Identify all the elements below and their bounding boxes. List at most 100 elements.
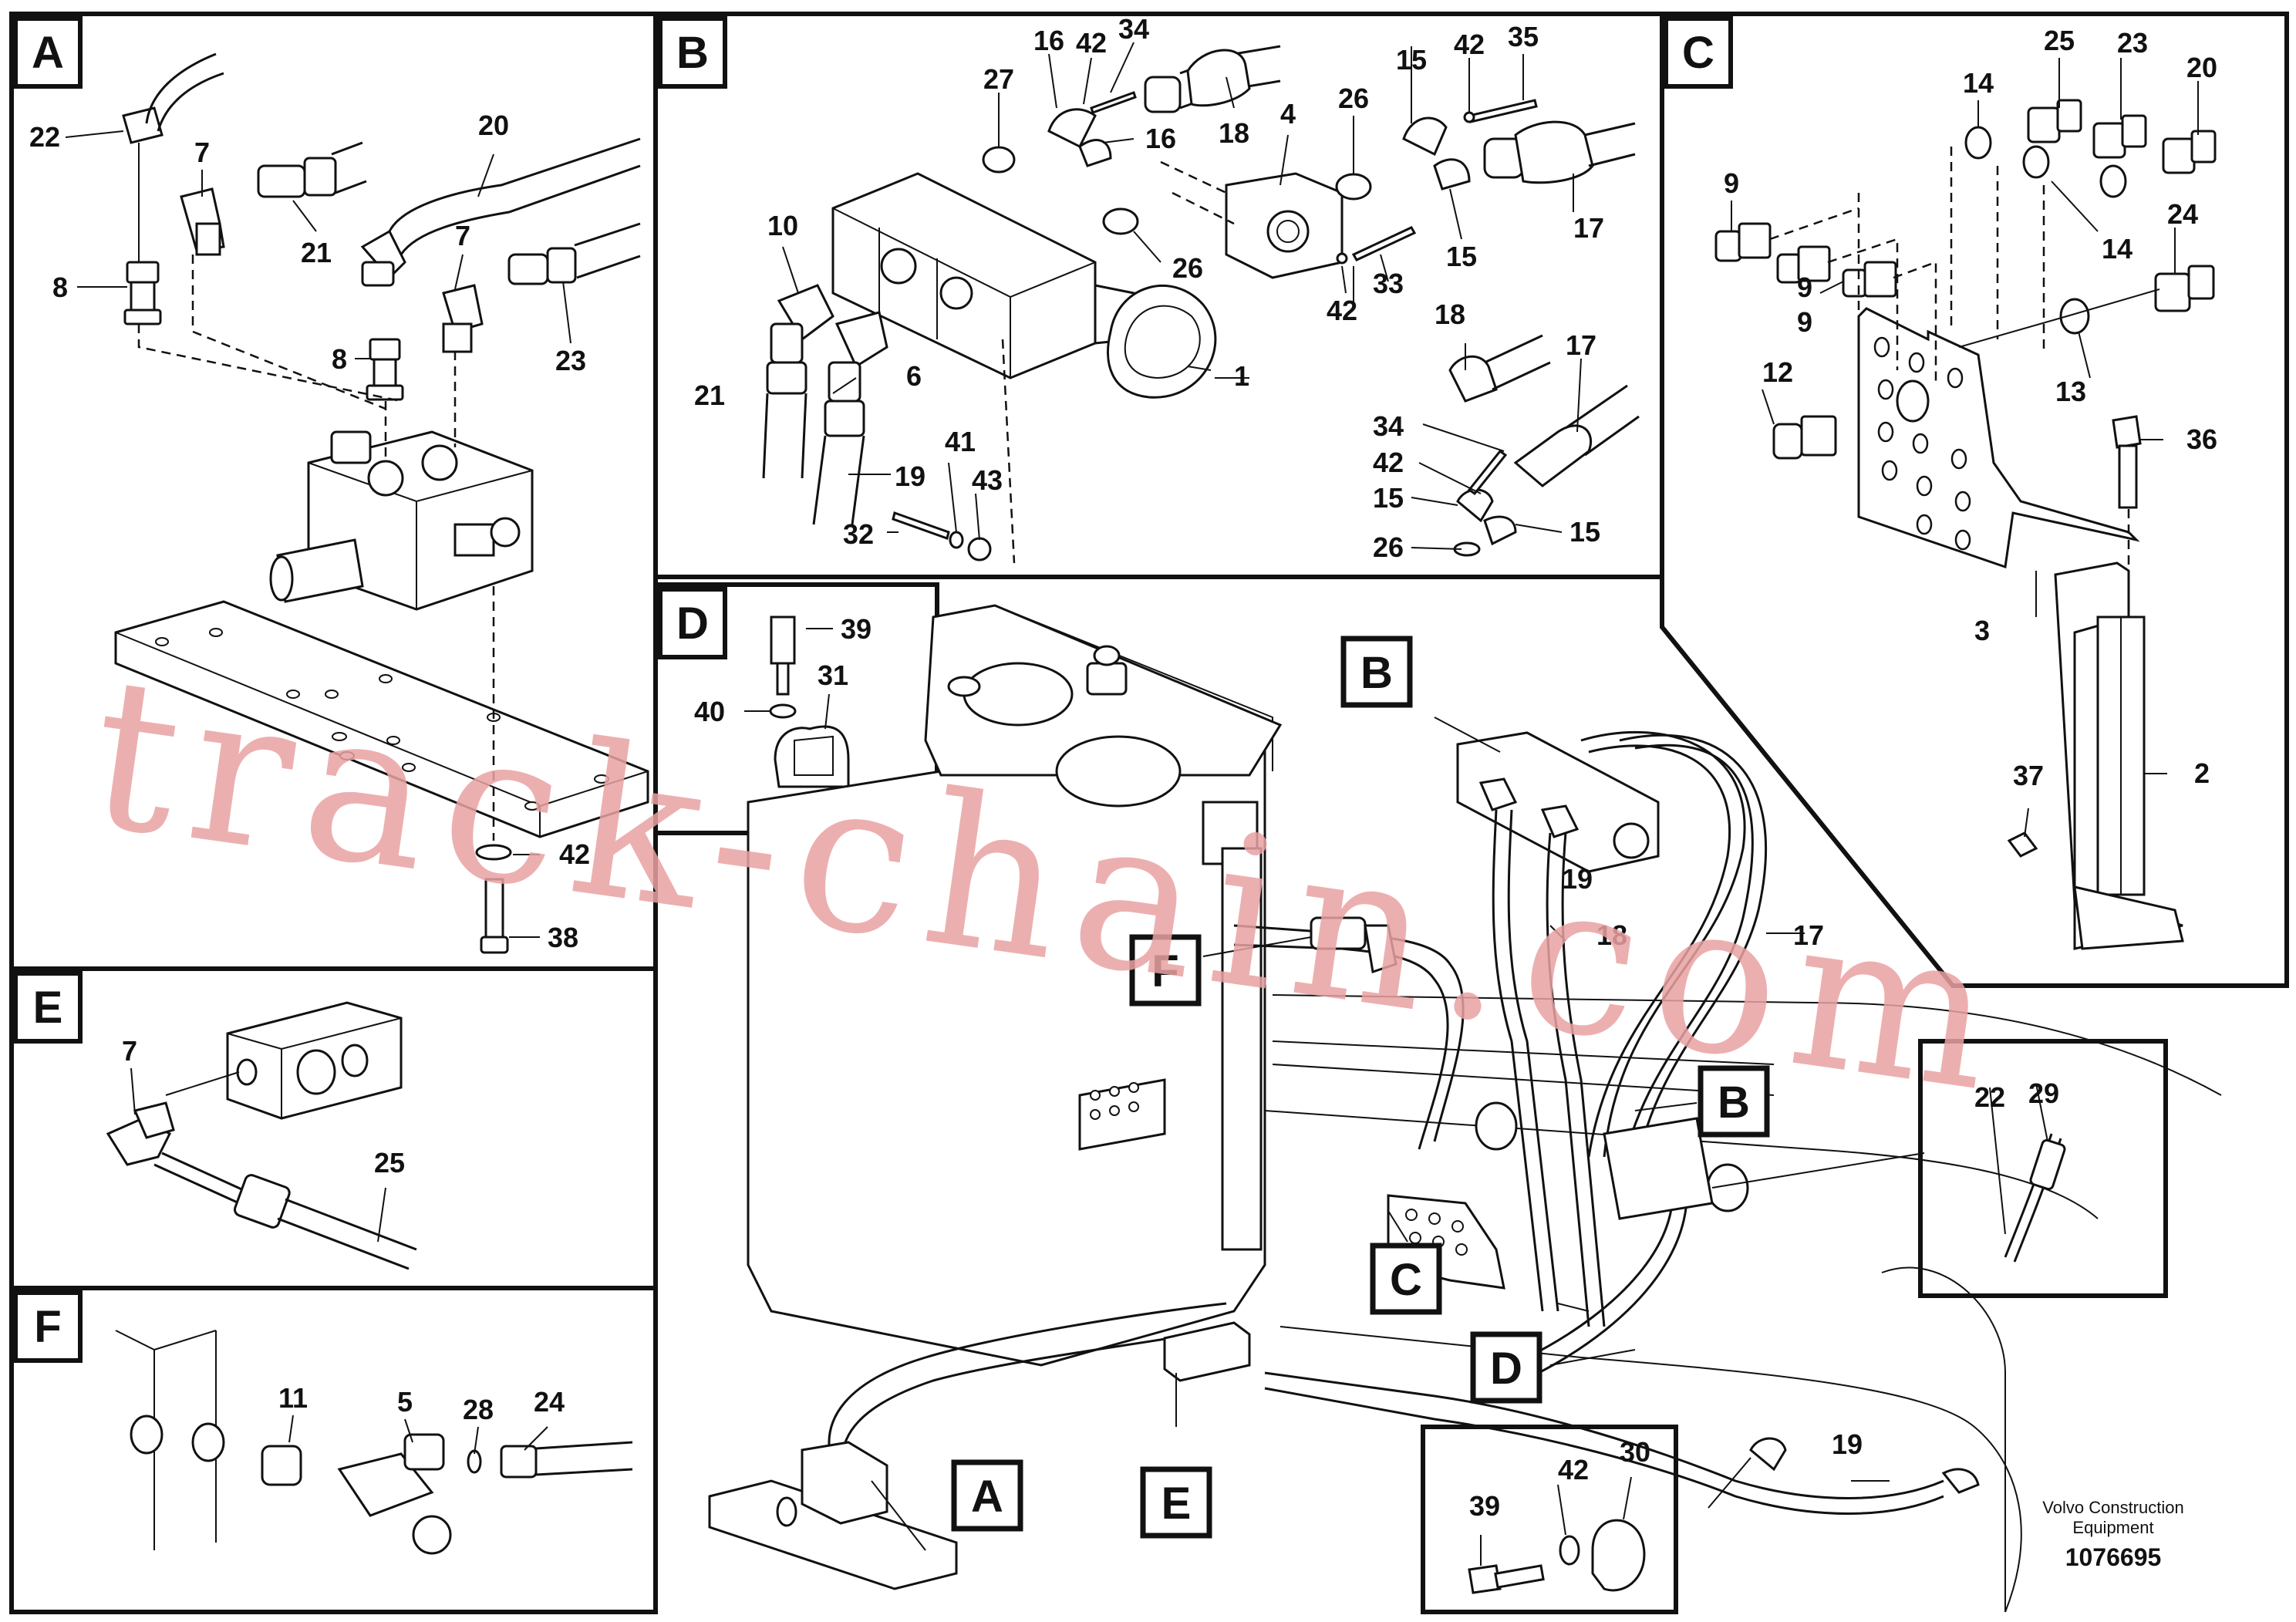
callout: 42 [1373,447,1404,478]
callout: 36 [2186,423,2217,455]
callout: 28 [463,1394,494,1425]
mounting-bracket-3 [1857,307,2140,569]
callout: 35 [1508,21,1539,52]
callout: 22 [29,121,60,153]
callout: 19 [1562,863,1593,895]
adapter-12 [1772,415,1837,460]
callout: 42 [1558,1454,1589,1485]
callout: 37 [2013,760,2044,791]
fitting-f-location [1310,916,1367,950]
callout: 30 [1620,1436,1650,1468]
callout: 39 [1469,1490,1500,1522]
callout: 8 [332,343,347,375]
callout: 13 [2055,376,2086,407]
callout: 16 [1033,25,1064,56]
valve-plate-main [708,1479,958,1590]
callout: 42 [1327,295,1357,326]
drawing-number: 1076695 [2065,1543,2162,1571]
callout: 43 [972,464,1003,496]
callout: 8 [52,271,68,303]
callout: 9 [1724,167,1739,199]
nuts-14-25-23-20-24 [1964,99,2217,335]
footer: Volvo Construction Equipment 1076695 [2042,1498,2183,1571]
location-tag-e: E [1161,1479,1192,1529]
panel-label-b: B [676,28,709,78]
callout: 9 [1797,306,1812,338]
washer-41 [949,531,964,549]
callout: 16 [1145,123,1176,154]
callout: 20 [478,110,509,141]
panel-label-d: D [676,599,709,649]
callout: 19 [895,460,925,492]
panel-label-a: A [32,28,64,78]
callout: 40 [694,696,725,727]
callout: 21 [301,237,332,268]
location-tag-d: D [1490,1344,1522,1394]
hose-end-21 [257,141,367,198]
adapter-8-center [366,338,404,401]
location-tag-f: F [1151,946,1178,996]
callout: 18 [1219,117,1249,149]
callout: 15 [1396,44,1427,76]
bolt-35 [1468,99,1538,123]
return-pipe [1221,847,1263,1251]
callout: 29 [2028,1077,2059,1109]
callout: 15 [1446,241,1477,272]
callout: 6 [906,360,922,392]
bolt-39 [770,615,796,665]
callout: 14 [2102,233,2132,265]
callout: 9 [1797,271,1812,303]
bolt-32 [892,511,950,540]
callout: 24 [2167,198,2198,230]
callout: 24 [534,1386,565,1418]
callout: 34 [1118,13,1149,45]
half-clamp-15a [1402,116,1448,157]
hose-end-17-detail [1513,424,1593,487]
callout: 3 [1974,615,1990,646]
hose-end-24 [500,1445,538,1479]
callout: 21 [694,379,725,411]
callout: 11 [278,1382,308,1414]
clamp-31 [774,725,850,788]
callout: 18 [1435,298,1465,330]
brand-line-1: Volvo Construction [2042,1498,2183,1517]
panel-a-drawing: 22 7 20 21 8 8 7 23 42 38 [29,52,649,954]
callout: 19 [1832,1428,1863,1460]
panel-c-drawing: 25 23 20 14 9 14 24 9 9 12 13 36 3 37 2 [1714,25,2217,950]
elbow-22 [122,106,164,144]
hose-end-25 [233,1174,291,1229]
adapter-11 [261,1445,302,1486]
control-valve-main [801,1441,888,1525]
half-clamp-16a [1047,108,1097,149]
washer-43 [967,537,992,561]
clamp-main [1749,1437,1787,1472]
detail-box-22-29 [1918,1039,2168,1298]
location-tag-b-top: B [1360,648,1393,698]
manifold-block [1163,1321,1251,1382]
adapter-9-c [1842,261,1897,298]
callout: 27 [983,63,1014,95]
adapter-9-b [1776,245,1831,284]
callout: 15 [1569,516,1600,548]
panel-labels: A B C D E F [13,16,1733,1363]
main-assembly-drawing: 19 18 17 19 22 29 39 42 30 [708,604,2222,1614]
tank-cover [1055,735,1182,808]
callout: 25 [374,1147,405,1179]
bolt-33 [1351,226,1417,261]
callout: 15 [1373,482,1404,514]
callout: 12 [1762,356,1793,388]
panel-label-e: E [33,983,63,1033]
washer-40 [769,703,797,719]
callout: 38 [548,922,578,953]
callout: 31 [818,659,848,691]
callout: 39 [841,613,872,645]
panel-d-drawing: 39 31 40 [694,613,872,788]
location-tag-a: A [971,1472,1003,1522]
callout: 33 [1373,268,1404,299]
callout: 26 [1172,252,1203,284]
pump-installed [1456,731,1660,873]
hose-end-18-detail [1448,355,1498,403]
callout: 10 [767,210,798,241]
half-clamp-detail [1456,488,1494,523]
